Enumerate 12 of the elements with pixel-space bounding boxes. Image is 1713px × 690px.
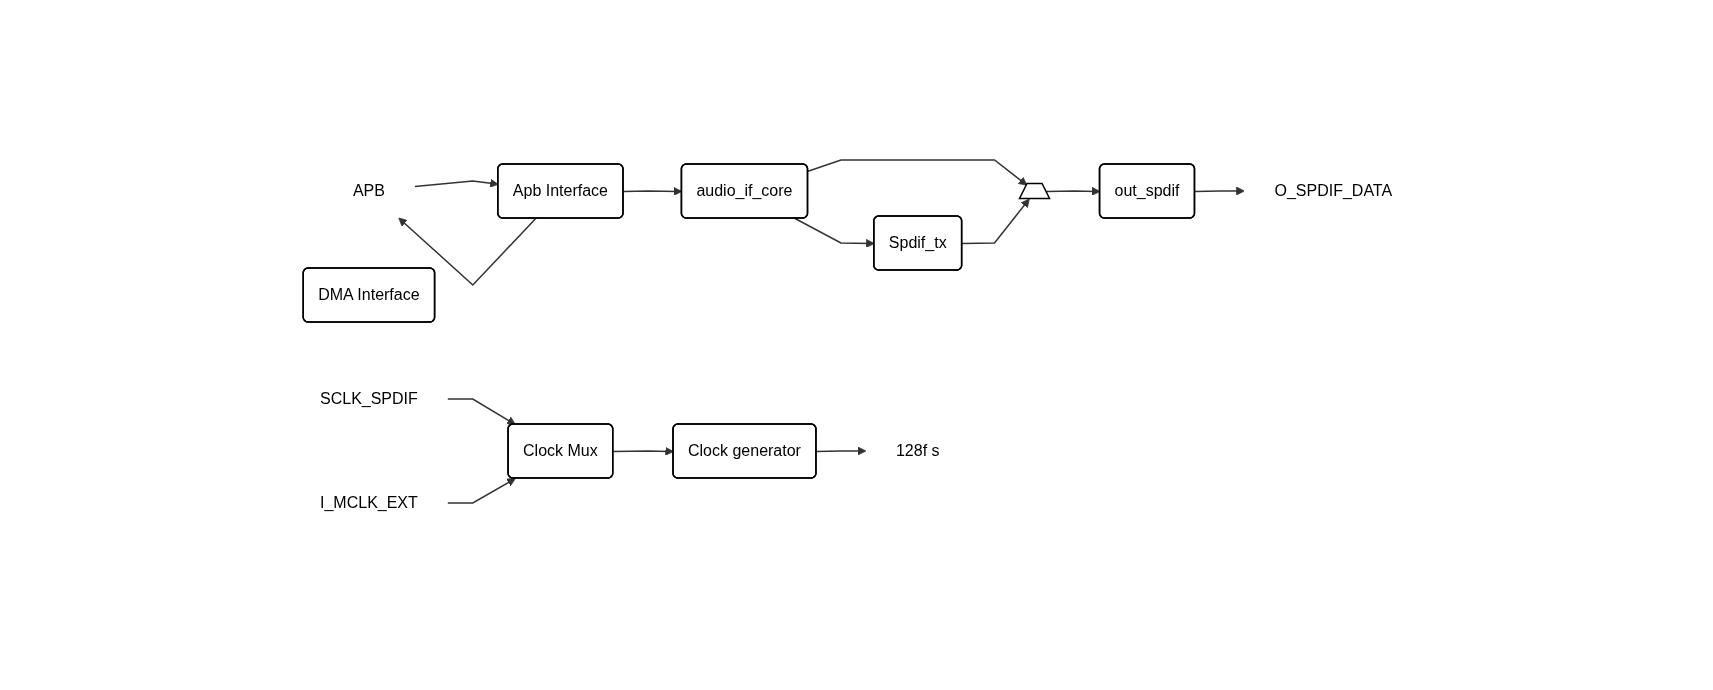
node-trapezoid xyxy=(1018,182,1052,200)
node-text: O_SPDIF_DATA xyxy=(1274,182,1393,199)
node-text: I_MCLK_EXT xyxy=(320,494,419,511)
arrow xyxy=(1194,186,1246,196)
node-text: SCLK_SPDIF xyxy=(320,390,419,407)
node-text: APB xyxy=(353,182,386,199)
arrow xyxy=(807,159,1028,186)
node-text: 128f s xyxy=(896,442,940,459)
arrow xyxy=(398,217,537,287)
arrow xyxy=(447,398,517,425)
arrow xyxy=(816,446,867,456)
arrow xyxy=(447,478,517,504)
